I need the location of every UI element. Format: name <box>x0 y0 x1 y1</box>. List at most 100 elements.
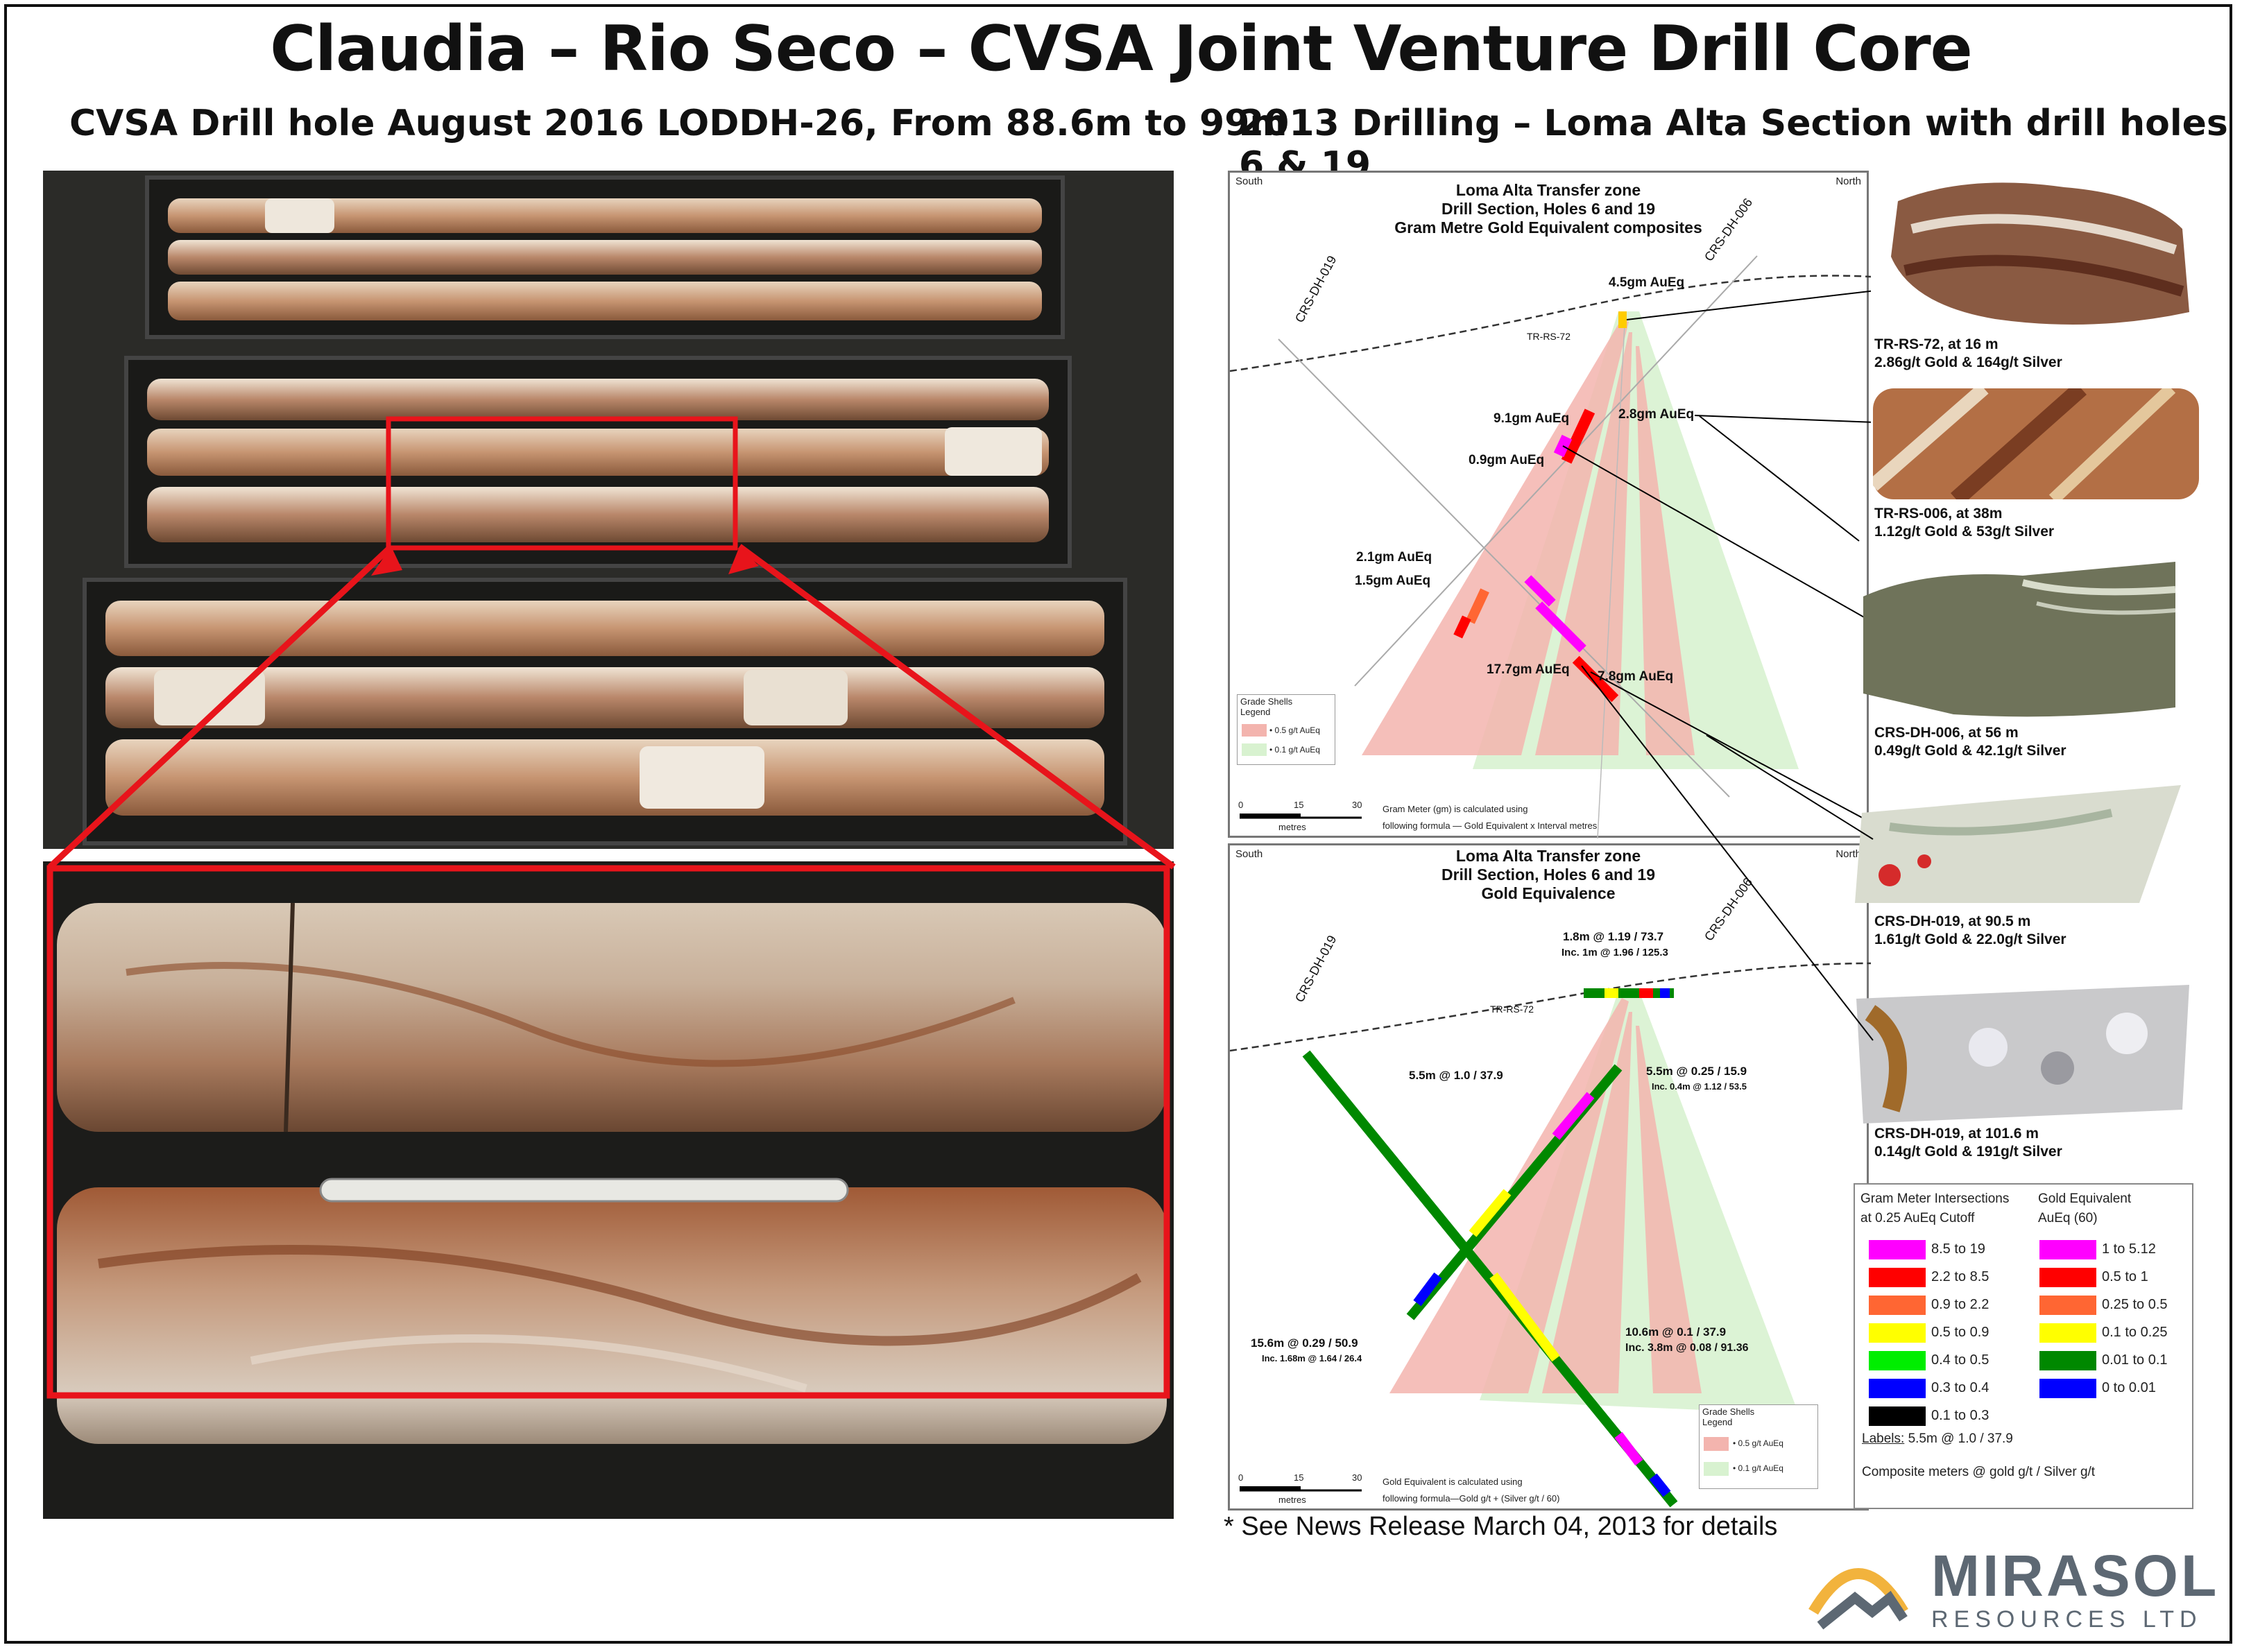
top-note-2: following formula — Gold Equivalent x In… <box>1383 820 1598 831</box>
sample-photo-3 <box>1856 555 2182 721</box>
sample-4-line-2: 1.61g/t Gold & 22.0g/t Silver <box>1874 931 2066 947</box>
core-closeup-drawing <box>43 861 1174 1519</box>
ge-legend-swatch <box>2039 1379 2096 1398</box>
bottom-section-drawing <box>1230 962 1871 1508</box>
zoom-frame <box>46 865 1170 1399</box>
bottom-shell-red-label: • 0.5 g/t AuEq <box>1733 1438 1783 1448</box>
gm-legend-range: 2.2 to 8.5 <box>1931 1269 1989 1284</box>
top-label-1-5: 1.5gm AuEq <box>1355 574 1431 588</box>
sample-2-drawing <box>1873 388 2199 499</box>
pen-image <box>319 1178 849 1203</box>
top-title-line-3: Gram Metre Gold Equivalent composites <box>1394 218 1702 236</box>
sample-3-line-2: 0.49g/t Gold & 42.1g/t Silver <box>1874 743 2066 759</box>
bottom-scale-30: 30 <box>1352 1472 1362 1483</box>
legend-labels-line: Labels: 5.5m @ 1.0 / 37.9 <box>1862 1431 2013 1447</box>
core-closeup-photo <box>43 861 1174 1519</box>
bottom-label-low-left-1: 15.6m @ 0.29 / 50.9 <box>1251 1336 1358 1350</box>
bottom-shell-green-swatch <box>1704 1462 1729 1476</box>
top-scale-30: 30 <box>1352 800 1362 810</box>
top-note-1: Gram Meter (gm) is calculated using <box>1383 804 1528 814</box>
gm-legend-range: 0.3 to 0.4 <box>1931 1380 1989 1395</box>
top-label-17-7: 17.7gm AuEq <box>1487 662 1570 677</box>
bottom-scale-15: 15 <box>1294 1472 1304 1483</box>
top-title-line-1: Loma Alta Transfer zone <box>1455 181 1641 199</box>
gm-head-1: Gram Meter Intersections <box>1860 1191 2010 1206</box>
core-box-photo <box>43 171 1174 849</box>
sample-photo-1 <box>1884 173 2196 333</box>
sample-4-line-1: CRS-DH-019, at 90.5 m <box>1874 913 2031 929</box>
sample-photo-2 <box>1873 388 2199 499</box>
sample-5-drawing <box>1856 985 2189 1124</box>
top-label-7-8: 7.8gm AuEq <box>1598 669 1674 684</box>
gm-legend-swatch <box>1869 1323 1926 1343</box>
ge-legend-range: 0 to 0.01 <box>2102 1380 2156 1395</box>
sample-photo-4 <box>1848 785 2195 910</box>
legend-composite-line: Composite meters @ gold g/t / Silver g/t <box>1862 1465 2096 1479</box>
top-label-4-5: 4.5gm AuEq <box>1609 275 1685 290</box>
ge-legend-range: 0.1 to 0.25 <box>2102 1325 2168 1340</box>
mirasol-logo-mark <box>1808 1568 1908 1630</box>
gm-legend-swatch <box>1869 1296 1926 1315</box>
core-highlight-box <box>386 416 738 551</box>
ge-legend-swatch <box>2039 1268 2096 1287</box>
top-shell-red-swatch <box>1242 724 1267 737</box>
bottom-shell-red-swatch <box>1704 1437 1729 1451</box>
gm-legend-range: 8.5 to 19 <box>1931 1241 1985 1257</box>
logo-name: MIRASOL <box>1931 1543 2220 1608</box>
ge-legend-swatch <box>2039 1351 2096 1370</box>
ge-legend-range: 1 to 5.12 <box>2102 1241 2156 1257</box>
bottom-label-low-right-2: Inc. 3.8m @ 0.08 / 91.36 <box>1625 1342 1749 1354</box>
bottom-label-mid-left: 5.5m @ 1.0 / 37.9 <box>1409 1069 1503 1082</box>
bottom-title-line-1: Loma Alta Transfer zone <box>1455 847 1641 865</box>
ge-legend-swatch <box>2039 1323 2096 1343</box>
sample-5-line-1: CRS-DH-019, at 101.6 m <box>1874 1126 2039 1142</box>
bottom-scale-unit: metres <box>1278 1495 1306 1505</box>
bottom-trench-label: TR-RS-72 <box>1490 1004 1534 1015</box>
bottom-label-low-right-1: 10.6m @ 0.1 / 37.9 <box>1625 1325 1727 1339</box>
gm-legend-range: 0.1 to 0.3 <box>1931 1408 1989 1423</box>
top-north-label: North <box>1835 175 1861 187</box>
sample-1-line-1: TR-RS-72, at 16 m <box>1874 336 1999 352</box>
bottom-shell-green-label: • 0.1 g/t AuEq <box>1733 1463 1783 1473</box>
sample-1-drawing <box>1891 182 2189 325</box>
bottom-section-panel: South North Loma Alta Transfer zone Dril… <box>1228 843 1871 1511</box>
top-south-label: South <box>1235 175 1263 187</box>
ge-legend-swatch <box>2039 1296 2096 1315</box>
grade-color-legend: Gram Meter Intersections at 0.25 AuEq Cu… <box>1854 1183 2193 1509</box>
bottom-label-mid-right-2: Inc. 0.4m @ 1.12 / 53.5 <box>1652 1081 1747 1092</box>
top-shell-legend-title: Grade Shells Legend <box>1240 696 1293 717</box>
sample-1-line-2: 2.86g/t Gold & 164g/t Silver <box>1874 354 2062 370</box>
ge-legend-range: 0.25 to 0.5 <box>2102 1297 2168 1312</box>
top-label-2-8: 2.8gm AuEq <box>1618 407 1695 422</box>
bottom-label-mid-right-1: 5.5m @ 0.25 / 15.9 <box>1646 1065 1747 1078</box>
bottom-south-label: South <box>1235 848 1263 860</box>
top-shell-legend: Grade Shells Legend • 0.5 g/t AuEq • 0.1… <box>1237 694 1335 765</box>
labels-prefix: Labels: <box>1862 1431 1905 1446</box>
top-title-line-2: Drill Section, Holes 6 and 19 <box>1441 200 1656 218</box>
top-scale-0: 0 <box>1238 800 1244 810</box>
gm-legend-swatch <box>1869 1240 1926 1259</box>
page-title: Claudia – Rio Seco – CVSA Joint Venture … <box>270 12 1972 85</box>
gm-legend-swatch <box>1869 1406 1926 1426</box>
bottom-shell-legend-title: Grade Shells Legend <box>1702 1406 1755 1427</box>
bottom-title-line-2: Drill Section, Holes 6 and 19 <box>1441 866 1656 884</box>
sample-photo-5 <box>1849 985 2196 1124</box>
top-section-title: Loma Alta Transfer zone Drill Section, H… <box>1230 181 1867 237</box>
bottom-scale-0: 0 <box>1238 1472 1244 1483</box>
top-scale-unit: metres <box>1278 822 1306 832</box>
bottom-label-low-left-2: Inc. 1.68m @ 1.64 / 26.4 <box>1262 1353 1362 1363</box>
bottom-title-line-3: Gold Equivalence <box>1481 884 1616 902</box>
top-label-9-1: 9.1gm AuEq <box>1494 411 1570 426</box>
bottom-north-label: North <box>1835 848 1861 860</box>
gm-legend-swatch <box>1869 1268 1926 1287</box>
top-shell-green-swatch <box>1242 743 1267 756</box>
gm-legend-swatch <box>1869 1351 1926 1370</box>
sample-2-line-2: 1.12g/t Gold & 53g/t Silver <box>1874 524 2055 540</box>
bottom-label-top-1: 1.8m @ 1.19 / 73.7 <box>1563 930 1664 943</box>
sample-4-drawing <box>1855 785 2181 903</box>
top-label-2-1: 2.1gm AuEq <box>1356 550 1432 565</box>
page-frame <box>4 4 2232 1644</box>
top-shell-red-label: • 0.5 g/t AuEq <box>1269 725 1320 735</box>
